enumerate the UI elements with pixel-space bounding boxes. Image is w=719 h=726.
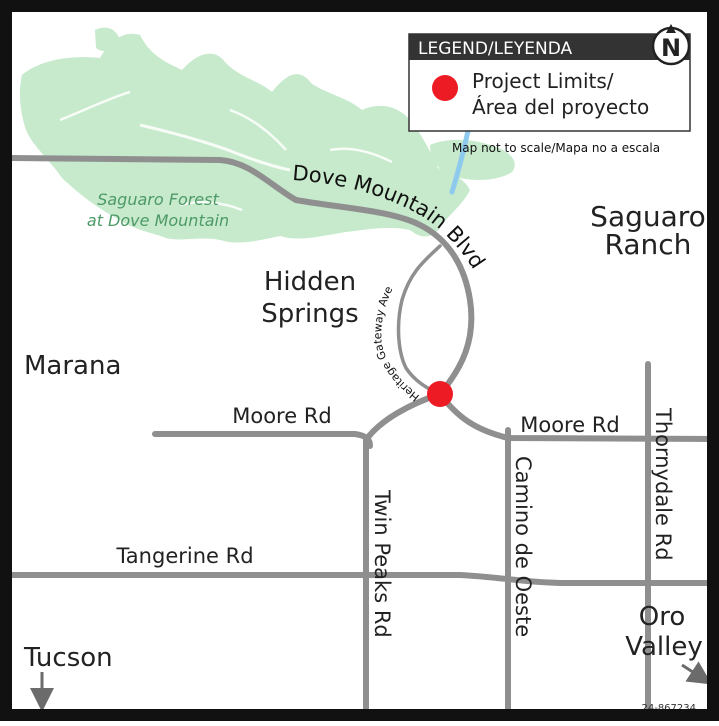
twin-peaks-rd-label: Twin Peaks Rd [370,489,394,638]
moore-rd-west-label: Moore Rd [232,404,332,428]
legend: LEGEND/LEYENDA Project Limits/ Área del … [408,33,691,132]
north-arrow-icon: N [651,24,691,66]
tangerine-rd-road [9,572,719,586]
camino-de-oeste-label: Camino de Oeste [511,456,535,637]
scale-note: Map not to scale/Mapa no a escala [452,141,660,155]
thornydale-rd-label: Thornydale Rd [651,407,675,561]
hidden-springs-label-line2: Springs [261,299,358,329]
moore-rd-west-road [152,431,373,449]
north-letter: N [661,34,681,62]
project-limits-marker [427,381,453,407]
saguaro-ranch-label-line2: Ranch [605,228,692,261]
saguaro-forest-label-line2: at Dove Mountain [87,211,229,230]
saguaro-ranch-label-line1: Saguaro [590,200,706,233]
dove-mountain-blvd-road [7,155,475,397]
legend-item-line2: Área del proyecto [472,95,649,119]
legend-item-line1: Project Limits/ [472,69,614,93]
tangerine-rd-label: Tangerine Rd [115,544,253,568]
oro-valley-label-line2: Valley [625,632,703,662]
saguaro-forest-area [19,27,515,243]
legend-marker-swatch [432,75,458,101]
moore-rd-east-label: Moore Rd [520,413,620,437]
heritage-gateway-ave-label: Heritage Gateway Ave [371,284,422,404]
marana-label: Marana [24,351,121,381]
oro-valley-label-line1: Oro [639,602,686,632]
saguaro-forest-label-line1: Saguaro Forest [97,190,219,209]
legend-header [409,34,690,60]
hidden-springs-label-line1: Hidden [264,267,356,297]
tucson-label: Tucson [23,643,113,673]
oro-valley-direction-arrow [681,661,713,685]
map-id-code: 24-867234 [641,703,696,714]
heritage-gateway-ave-road [396,244,442,396]
legend-title: LEGEND/LEYENDA [418,39,573,59]
